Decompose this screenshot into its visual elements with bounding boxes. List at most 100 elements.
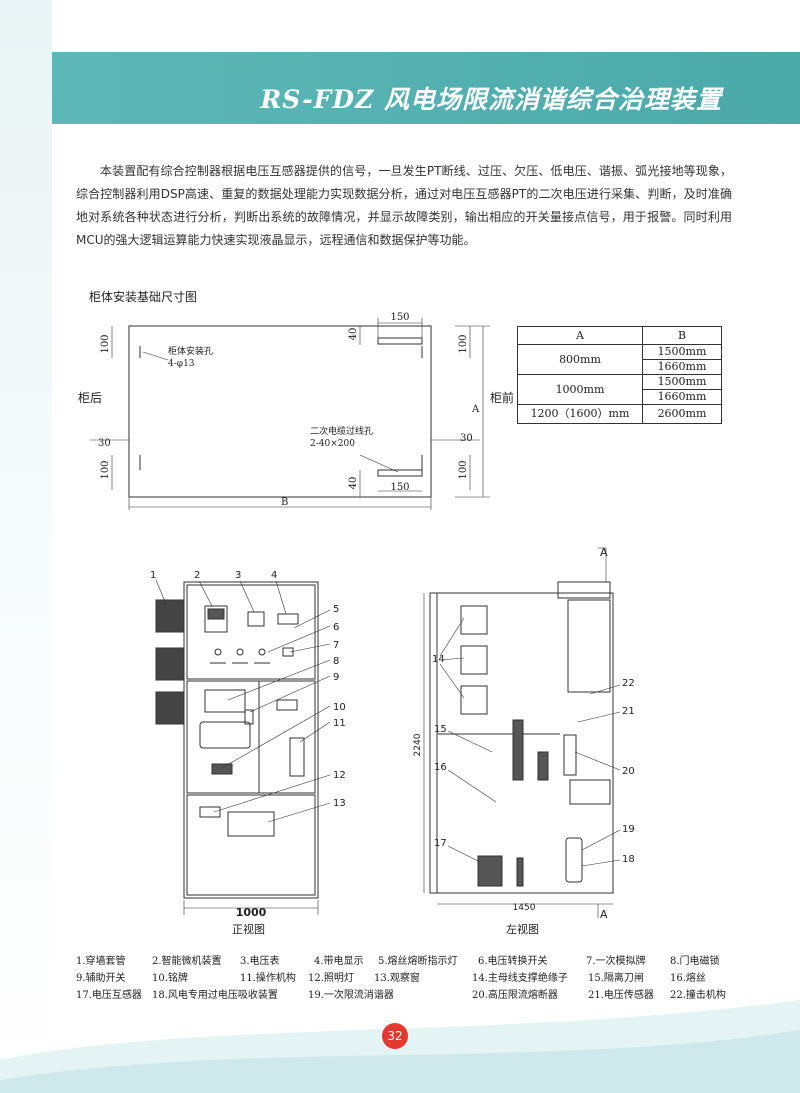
page-number-badge: 32 xyxy=(382,1023,408,1049)
legend-item: 12.照明灯 xyxy=(308,973,354,984)
table-header-b: B xyxy=(642,326,722,345)
rear-label: 柜后 xyxy=(78,391,102,405)
left-decor-band xyxy=(0,0,52,1093)
callout-6: 6 xyxy=(333,622,339,633)
table-cell: 2600mm xyxy=(642,404,722,424)
dim-b-label: B xyxy=(281,497,288,508)
legend-row: 17.电压互感器 18.风电专用过电压吸收装置 19.一次限流消谐器 20.高压… xyxy=(76,986,756,1003)
page-title: RS-FDZ 风电场限流消谐综合治理装置 xyxy=(260,85,722,114)
dim-a-label: A xyxy=(471,404,480,415)
callout-21: 21 xyxy=(622,706,635,717)
intro-paragraph: 本装置配有综合控制器根据电压互感器提供的信号，一旦发生PT断线、过压、欠压、低电… xyxy=(76,164,732,247)
mount-hole-spec: 4-φ13 xyxy=(168,359,195,369)
callout-17: 17 xyxy=(434,838,447,849)
legend-item: 13.观察窗 xyxy=(374,973,420,984)
callout-22: 22 xyxy=(622,678,635,689)
header-band xyxy=(52,52,800,124)
foundation-title: 柜体安装基础尺寸图 xyxy=(89,290,198,304)
legend-item: 8.门电磁锁 xyxy=(670,956,720,967)
smart-device xyxy=(204,605,228,633)
dim-30-left: 30 xyxy=(98,438,111,449)
overvoltage-absorber xyxy=(565,837,583,883)
legend-item: 4.带电显示 xyxy=(314,956,364,967)
component-legend: 1.穿墙套管 2.智能微机装置 3.电压表 4.带电显示 5.熔丝熔断指示灯 6… xyxy=(76,952,756,1003)
callout-10: 10 xyxy=(333,702,346,713)
table-cell: 800mm xyxy=(517,344,643,375)
legend-item: 19.一次限流消谐器 xyxy=(308,990,394,1001)
legend-item: 22.撞击机构 xyxy=(670,990,726,1001)
section-mark-bottom: A xyxy=(600,908,608,921)
wall-bushing xyxy=(155,599,185,633)
table-cell: 1500mm xyxy=(642,344,722,360)
callout-20: 20 xyxy=(622,766,635,777)
busbar-insulator xyxy=(460,645,488,675)
table-cell: 1500mm xyxy=(642,374,722,390)
legend-item: 21.电压传感器 xyxy=(588,990,654,1001)
dim-100-bottom-right: 100 xyxy=(458,460,469,479)
legend-item: 15.隔离刀闸 xyxy=(588,973,644,984)
dim-100-bottom-left: 100 xyxy=(100,460,111,479)
legend-item: 1.穿墙套管 xyxy=(76,956,126,967)
callout-18: 18 xyxy=(622,854,635,865)
legend-item: 6.电压转换开关 xyxy=(478,956,548,967)
busbar-insulator xyxy=(460,605,488,635)
wall-bushing xyxy=(155,647,185,681)
callout-11: 11 xyxy=(333,718,346,729)
dim-150-bottom: 150 xyxy=(390,482,409,493)
voltage-transformer xyxy=(477,855,503,887)
table-cell: 1200（1600）mm xyxy=(517,404,643,424)
voltmeter xyxy=(247,611,265,627)
table-cell: 1000mm xyxy=(517,374,643,405)
legend-item: 20.高压限流熔断器 xyxy=(472,990,558,1001)
callout-4: 4 xyxy=(271,570,277,581)
dim-40-bottom: 40 xyxy=(348,477,359,490)
legend-item: 18.风电专用过电压吸收装置 xyxy=(152,990,278,1001)
cable-slot-bottom xyxy=(377,469,423,477)
legend-item: 11.操作机构 xyxy=(240,973,296,984)
dim-100-top-right: 100 xyxy=(458,334,469,353)
legend-item: 14.主母线支撑绝缘子 xyxy=(472,973,568,984)
foundation-plan xyxy=(90,318,490,510)
dim-150-top: 150 xyxy=(390,312,409,323)
legend-item: 7.一次模拟牌 xyxy=(586,956,646,967)
front-view-caption: 正视图 xyxy=(232,923,265,936)
side-width-dim: 1450 xyxy=(513,903,536,913)
legend-item: 17.电压互感器 xyxy=(76,990,142,1001)
table-cell: 1660mm xyxy=(642,359,722,375)
callout-16: 16 xyxy=(434,762,447,773)
legend-row: 1.穿墙套管 2.智能微机装置 3.电压表 4.带电显示 5.熔丝熔断指示灯 6… xyxy=(76,952,756,969)
front-view xyxy=(155,579,331,915)
side-cabinet-body xyxy=(429,592,614,894)
callout-14: 14 xyxy=(432,654,445,665)
dimension-table: A B 800mm 1500mm 1660mm 1000mm 1500mm 16… xyxy=(517,326,722,424)
mount-hole-label: 柜体安装孔 xyxy=(168,345,213,357)
mimic-panel xyxy=(204,689,246,713)
callout-8: 8 xyxy=(333,656,339,667)
table-cell: 1660mm xyxy=(642,389,722,405)
legend-item: 2.智能微机装置 xyxy=(152,956,222,967)
live-display xyxy=(277,613,299,625)
callout-1: 1 xyxy=(150,570,156,581)
callout-13: 13 xyxy=(333,798,346,809)
front-cabinet-body xyxy=(183,581,319,899)
cable-hole-label: 二次电缆过线孔 xyxy=(310,425,373,437)
legend-item: 3.电压表 xyxy=(240,956,280,967)
busbar-insulator xyxy=(460,685,488,715)
legend-item: 10.铭牌 xyxy=(152,973,188,984)
side-view xyxy=(423,547,621,918)
foundation-outline xyxy=(128,325,432,498)
cable-slot-top xyxy=(377,337,423,345)
legend-item: 9.辅助开关 xyxy=(76,973,126,984)
callout-5: 5 xyxy=(333,604,339,615)
legend-item: 5.熔丝熔断指示灯 xyxy=(378,956,458,967)
observation-window xyxy=(227,811,275,837)
section-mark-top: A xyxy=(600,546,608,559)
side-view-caption: 左视图 xyxy=(506,923,539,936)
cable-hole-spec: 2-40×200 xyxy=(310,439,355,449)
legend-item: 16.熔丝 xyxy=(670,973,706,984)
table-header-a: A xyxy=(517,326,643,345)
callout-9: 9 xyxy=(333,672,339,683)
dim-30-right: 30 xyxy=(460,433,473,444)
legend-row: 9.辅助开关 10.铭牌 11.操作机构 12.照明灯 13.观察窗 14.主母… xyxy=(76,969,756,986)
front-width-dim: 1000 xyxy=(236,906,267,919)
